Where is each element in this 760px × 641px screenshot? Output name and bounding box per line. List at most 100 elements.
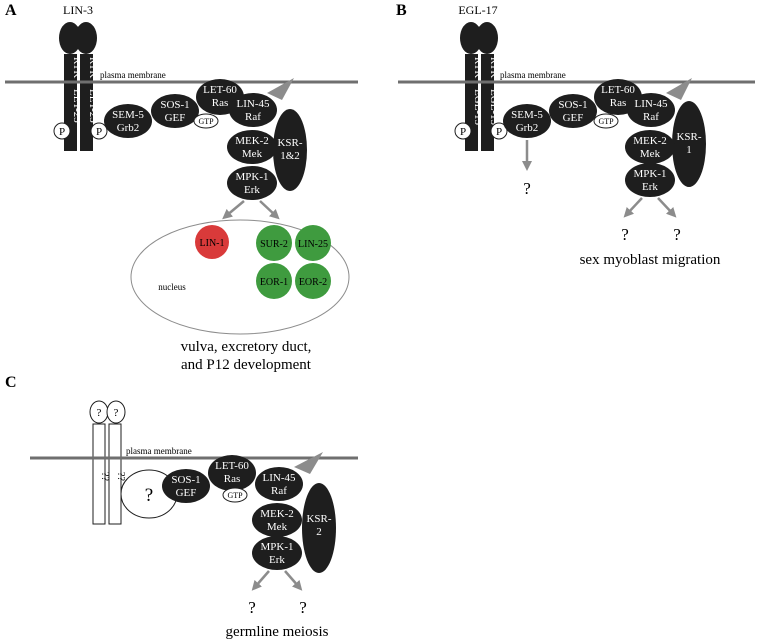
sos-1-gef: SOS-1 GEF	[151, 94, 199, 128]
svg-text:SOS-1: SOS-1	[171, 474, 200, 486]
ksr-1-2: KSR- 1&2	[273, 109, 307, 191]
ligand-label: EGL-17	[458, 3, 497, 17]
panel-b-letter: B	[396, 2, 407, 19]
svg-text:Mek: Mek	[267, 521, 288, 533]
svg-text:EOR-2: EOR-2	[299, 277, 327, 288]
outcome-a-line-2: and P12 development	[181, 357, 312, 373]
ligand-lin-3	[59, 22, 97, 54]
svg-text:Grb2: Grb2	[117, 122, 140, 134]
svg-text:1: 1	[686, 144, 692, 156]
svg-text:MPK-1: MPK-1	[235, 171, 268, 183]
ligand-label: LIN-3	[63, 3, 93, 17]
phosphate-right: P	[490, 122, 508, 140]
svg-text:EOR-1: EOR-1	[260, 277, 288, 288]
membrane-label: plasma membrane	[100, 70, 166, 80]
svg-text:GEF: GEF	[563, 112, 584, 124]
svg-text:GTP: GTP	[198, 117, 214, 126]
svg-text:GEF: GEF	[165, 112, 186, 124]
raf-activation-wedge	[294, 452, 323, 474]
arrow-erk-left	[623, 197, 643, 218]
svg-text:Mek: Mek	[242, 148, 263, 160]
svg-text:MEK-2: MEK-2	[633, 135, 667, 147]
svg-text:SUR-2: SUR-2	[260, 239, 288, 250]
lin-25-factor: LIN-25	[295, 225, 331, 261]
sos-1-gef: SOS-1 GEF	[162, 469, 210, 503]
svg-text:P: P	[496, 126, 502, 138]
mek-2-mek: MEK-2 Mek	[252, 503, 302, 537]
unknown-target-left: ?	[248, 598, 256, 617]
sur-2-factor: SUR-2	[256, 225, 292, 261]
svg-text:RTK: RTK	[87, 57, 99, 78]
unknown-receptor-left: ??	[92, 423, 110, 525]
gtp-badge: GTP	[593, 113, 619, 129]
mpk-1-erk: MPK-1 Erk	[252, 536, 302, 570]
unknown-target-sem-5: ?	[523, 179, 531, 198]
svg-text:P: P	[96, 126, 102, 138]
svg-text:LIN-45: LIN-45	[237, 98, 270, 110]
svg-text:KSR-: KSR-	[306, 513, 331, 525]
svg-text:LET-60: LET-60	[203, 84, 237, 96]
panel-b: B EGL-17 RTK EGL-15 RTK EGL-15 plasma me…	[396, 2, 755, 268]
svg-text:??: ??	[99, 472, 110, 481]
lin-1-factor: LIN-1	[195, 225, 229, 259]
svg-text:Erk: Erk	[269, 554, 285, 566]
svg-text:GEF: GEF	[176, 487, 197, 499]
lin-45-raf: LIN-45 Raf	[627, 93, 675, 127]
svg-text:LET-60: LET-60	[215, 460, 249, 472]
raf-activation-wedge	[666, 78, 692, 100]
svg-text:Mek: Mek	[640, 148, 661, 160]
svg-text:EGL-15: EGL-15	[488, 89, 500, 126]
outcome-b: sex myoblast migration	[580, 252, 721, 268]
svg-text:MEK-2: MEK-2	[260, 508, 294, 520]
svg-text:Raf: Raf	[643, 111, 659, 123]
ksr-1: KSR- 1	[672, 101, 706, 187]
gtp-badge: GTP	[222, 487, 248, 503]
receptor-egl-15-right: RTK EGL-15	[481, 54, 500, 151]
svg-text:Ras: Ras	[610, 97, 627, 109]
receptor-let-23-right: RTK LET-23	[80, 54, 99, 151]
svg-text:Erk: Erk	[642, 181, 658, 193]
svg-text:Raf: Raf	[271, 485, 287, 497]
svg-text:P: P	[460, 126, 466, 138]
svg-text:LIN-25: LIN-25	[298, 239, 328, 250]
mek-2-mek: MEK-2 Mek	[625, 130, 675, 164]
svg-text:GTP: GTP	[598, 117, 614, 126]
svg-text:?: ?	[114, 407, 119, 419]
unknown-ligand: ? ?	[89, 400, 126, 424]
svg-text:KSR-: KSR-	[676, 131, 701, 143]
outcome-a-line-1: vulva, excretory duct,	[181, 339, 312, 355]
mpk-1-erk: MPK-1 Erk	[227, 166, 277, 200]
svg-text:LET-23: LET-23	[87, 89, 99, 123]
panel-a-letter: A	[5, 2, 17, 19]
svg-text:SOS-1: SOS-1	[160, 99, 189, 111]
mpk-1-erk: MPK-1 Erk	[625, 163, 675, 197]
unknown-target-left: ?	[621, 225, 629, 244]
svg-text:LIN-45: LIN-45	[263, 472, 296, 484]
svg-text:?: ?	[145, 485, 153, 506]
arrow-erk-left	[251, 570, 270, 591]
gtp-badge: GTP	[193, 113, 219, 129]
panel-c: C ? ? ?? ?? plasma membrane ? KSR- 2	[5, 374, 358, 640]
svg-text:LET-60: LET-60	[601, 84, 635, 96]
svg-text:RTK: RTK	[488, 57, 500, 78]
svg-text:1&2: 1&2	[280, 150, 300, 162]
svg-text:P: P	[59, 126, 65, 138]
svg-text:MPK-1: MPK-1	[260, 541, 293, 553]
raf-activation-wedge	[267, 78, 294, 100]
svg-text:Ras: Ras	[224, 473, 241, 485]
phosphate-left: P	[454, 122, 472, 140]
panel-a: A LIN-3 RTK LET-23 RTK LET-23 plasma mem…	[5, 2, 358, 373]
mek-2-mek: MEK-2 Mek	[227, 130, 277, 164]
svg-text:Ras: Ras	[212, 97, 229, 109]
membrane-label: plasma membrane	[500, 70, 566, 80]
membrane-label: plasma membrane	[126, 446, 192, 456]
let-60-ras: LET-60 Ras	[208, 455, 256, 491]
nucleus-label: nucleus	[158, 282, 186, 292]
svg-text:2: 2	[316, 526, 322, 538]
arrow-erk-right	[284, 570, 303, 591]
unknown-receptor-right: ??	[108, 423, 126, 525]
ligand-egl-17	[460, 22, 498, 54]
svg-text:GTP: GTP	[227, 491, 243, 500]
svg-text:Raf: Raf	[245, 111, 261, 123]
